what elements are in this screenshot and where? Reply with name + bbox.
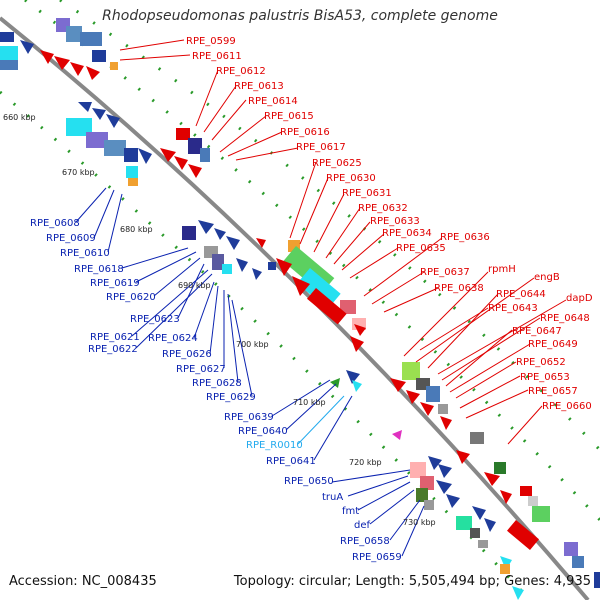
gene-label[interactable]: fmt <box>342 506 359 517</box>
tick-label: 690 kbp <box>178 281 211 290</box>
tick-label: 720 kbp <box>349 458 382 467</box>
gene-label[interactable]: RPE_0644 <box>496 289 546 300</box>
reverse-gene-labels: RPE_0608 RPE_0609 RPE_0610 RPE_0618 RPE_… <box>30 218 402 563</box>
gene-label[interactable]: RPE_0624 <box>148 333 198 344</box>
gene-label[interactable]: RPE_0630 <box>326 173 376 184</box>
genome-summary: Topology: circular; Length: 5,505,494 bp… <box>233 574 591 589</box>
gene-label[interactable]: RPE_0650 <box>284 476 334 487</box>
gene-label[interactable]: RPE_0619 <box>90 278 140 289</box>
gene-label[interactable]: RPE_0610 <box>60 248 110 259</box>
gene-label[interactable]: RPE_0636 <box>440 232 490 243</box>
gene-label[interactable]: RPE_0638 <box>434 283 484 294</box>
gene-label[interactable]: RPE_0647 <box>512 326 562 337</box>
gene-label[interactable]: RPE_0660 <box>542 401 592 412</box>
gene-label[interactable]: RPE_0621 <box>90 332 140 343</box>
gene-label[interactable]: RPE_0627 <box>176 364 226 375</box>
gene-label[interactable]: RPE_0613 <box>234 81 284 92</box>
gene-label[interactable]: RPE_0648 <box>540 313 590 324</box>
gene-label[interactable]: RPE_R0010 <box>246 440 303 451</box>
tick-label: 660 kbp <box>3 113 36 122</box>
tick-label: 730 kbp <box>403 518 436 527</box>
gene-label[interactable]: RPE_0643 <box>488 303 538 314</box>
gene-label[interactable]: RPE_0623 <box>130 314 180 325</box>
forward-strand-genes <box>40 18 600 588</box>
gene-label[interactable]: RPE_0657 <box>528 386 578 397</box>
coordinate-ticks: 660 kbp 670 kbp 680 kbp 690 kbp 700 kbp … <box>3 113 436 527</box>
gene-label[interactable]: RPE_0608 <box>30 218 80 229</box>
gene-label[interactable]: RPE_0631 <box>342 188 392 199</box>
gene-label[interactable]: RPE_0658 <box>340 536 390 547</box>
gene-label[interactable]: RPE_0622 <box>88 344 138 355</box>
gene-label[interactable]: RPE_0637 <box>420 267 470 278</box>
gene-label[interactable]: RPE_0626 <box>162 349 212 360</box>
gene-label[interactable]: RPE_0609 <box>46 233 96 244</box>
reverse-strand-genes <box>0 32 524 600</box>
forward-gene-labels: RPE_0599 RPE_0611 RPE_0612 RPE_0613 RPE_… <box>186 36 593 412</box>
gene-label[interactable]: RPE_0620 <box>106 292 156 303</box>
gene-label[interactable]: dapD <box>566 293 593 304</box>
gene-label[interactable]: RPE_0617 <box>296 142 346 153</box>
reverse-leaders <box>75 187 425 557</box>
gene-label[interactable]: RPE_0599 <box>186 36 236 47</box>
tick-label: 700 kbp <box>236 340 269 349</box>
gene-label[interactable]: RPE_0652 <box>516 357 566 368</box>
accession-label: Accession: NC_008435 <box>9 574 157 589</box>
gene-label[interactable]: RPE_0641 <box>266 456 316 467</box>
forward-leaders <box>119 39 567 445</box>
map-title: Rhodopseudomonas palustris BisA53, compl… <box>102 8 498 24</box>
gene-label[interactable]: RPE_0612 <box>216 66 266 77</box>
gene-label[interactable]: RPE_0614 <box>248 96 298 107</box>
gene-label[interactable]: def <box>354 520 371 531</box>
tick-label: 670 kbp <box>62 168 95 177</box>
gene-label[interactable]: RPE_0649 <box>528 339 578 350</box>
gene-label[interactable]: truA <box>322 492 343 503</box>
tick-label: 710 kbp <box>293 398 326 407</box>
gene-label[interactable]: rpmH <box>488 264 516 275</box>
gene-label[interactable]: engB <box>534 272 560 283</box>
gene-label[interactable]: RPE_0632 <box>358 203 408 214</box>
gene-label[interactable]: RPE_0615 <box>264 111 314 122</box>
gene-label[interactable]: RPE_0639 <box>224 412 274 423</box>
gene-label[interactable]: RPE_0611 <box>192 51 242 62</box>
gene-label[interactable]: RPE_0616 <box>280 127 330 138</box>
gene-label[interactable]: RPE_0633 <box>370 216 420 227</box>
gene-label[interactable]: RPE_0618 <box>74 264 124 275</box>
gene-label[interactable]: RPE_0659 <box>352 552 402 563</box>
tick-label: 680 kbp <box>120 225 153 234</box>
gene-label[interactable]: RPE_0635 <box>396 243 446 254</box>
gene-label[interactable]: RPE_0634 <box>382 228 432 239</box>
gene-label[interactable]: RPE_0640 <box>238 426 288 437</box>
gene-label[interactable]: RPE_0629 <box>206 392 256 403</box>
gene-label[interactable]: RPE_0653 <box>520 372 570 383</box>
gene-label[interactable]: RPE_0625 <box>312 158 362 169</box>
gene-label[interactable]: RPE_0628 <box>192 378 242 389</box>
